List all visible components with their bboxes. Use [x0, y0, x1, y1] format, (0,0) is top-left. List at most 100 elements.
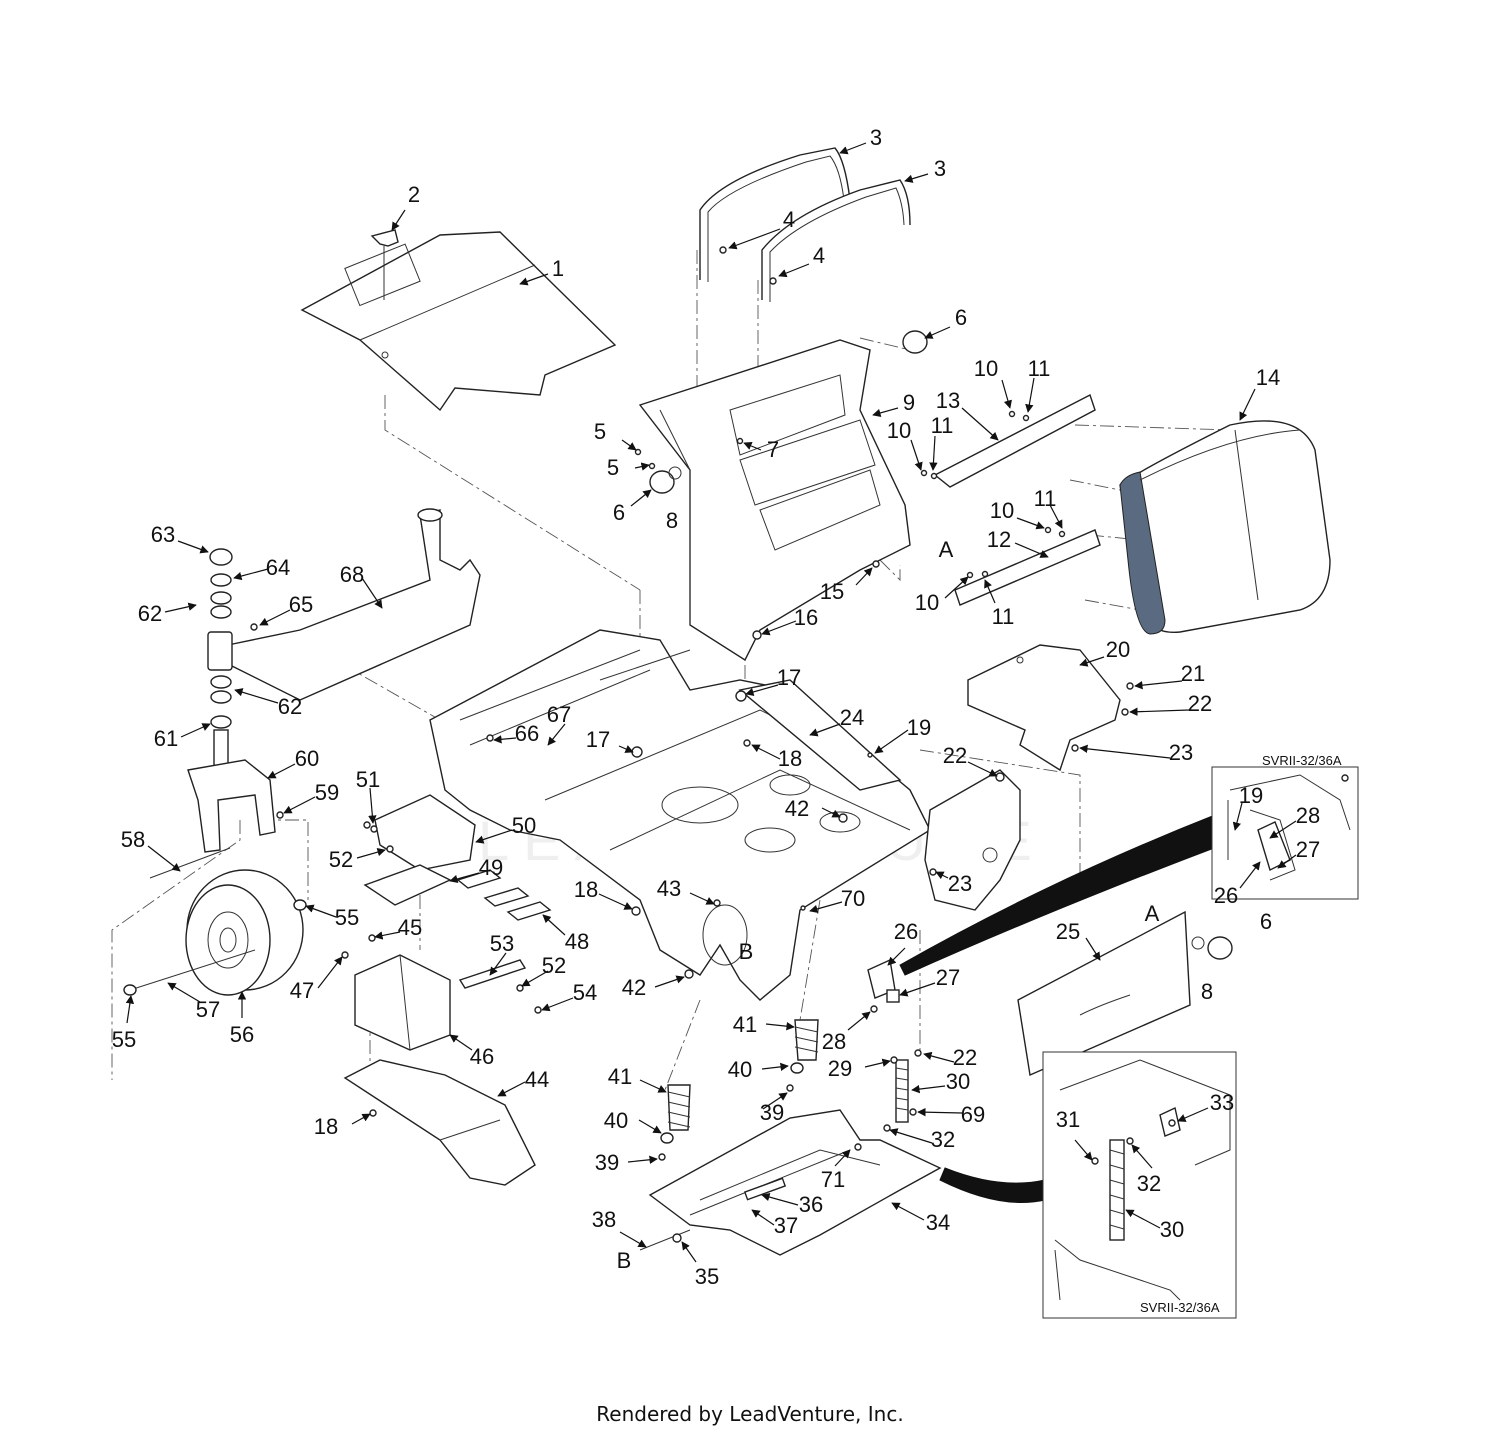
- callout-17: 17: [777, 665, 801, 690]
- callout-3: 3: [870, 125, 882, 150]
- callout-62: 62: [138, 601, 162, 626]
- caster-arm: [207, 508, 481, 701]
- callout-67: 67: [547, 702, 571, 727]
- foot-platform: [639, 1109, 942, 1256]
- callout-27: 27: [1296, 837, 1320, 862]
- callout-41: 41: [608, 1064, 632, 1089]
- callout-1: 1: [552, 256, 564, 281]
- callout-11: 11: [931, 413, 954, 438]
- strap: [458, 959, 527, 989]
- callout-43: 43: [657, 876, 681, 901]
- callout-9: 9: [903, 390, 915, 415]
- callout-53: 53: [490, 931, 514, 956]
- callout-6: 6: [1260, 909, 1272, 934]
- callout-58: 58: [121, 827, 145, 852]
- knob: [370, 229, 399, 300]
- caster-wheel: [123, 869, 307, 996]
- callout-39: 39: [760, 1100, 784, 1125]
- callout-7: 7: [767, 437, 779, 462]
- callout-10: 10: [974, 356, 998, 381]
- callout-42: 42: [622, 975, 646, 1000]
- callout-10: 10: [915, 590, 939, 615]
- callout-39: 39: [595, 1150, 619, 1175]
- callout-27: 27: [936, 965, 960, 990]
- inset-top: SVRII-32/36A: [1211, 753, 1359, 900]
- callout-15: 15: [820, 579, 844, 604]
- callout-26: 26: [894, 919, 918, 944]
- callout-68: 68: [340, 562, 364, 587]
- pad: [363, 864, 452, 906]
- inset-bottom: SVRII-32/36A: [1042, 1051, 1237, 1319]
- callout-50: 50: [512, 813, 536, 838]
- seat-brackets: [933, 394, 1101, 606]
- inset-label-bottom: SVRII-32/36A: [1140, 1300, 1220, 1315]
- callout-31: 31: [1056, 1107, 1080, 1132]
- seat-cushion: [1119, 420, 1331, 635]
- callout-52: 52: [329, 847, 353, 872]
- bushing-knobs: [649, 330, 1233, 960]
- inset-label-top: SVRII-32/36A: [1262, 753, 1342, 768]
- callout-10: 10: [990, 498, 1014, 523]
- callout-21: 21: [1181, 661, 1205, 686]
- callout-28: 28: [822, 1029, 846, 1054]
- callout-41: 41: [733, 1012, 757, 1037]
- battery-box: [354, 954, 451, 1051]
- callout-52: 52: [542, 953, 566, 978]
- spacer-blocks: [456, 869, 552, 921]
- callout-4: 4: [783, 207, 795, 232]
- callout-46: 46: [470, 1044, 494, 1069]
- callout-69: 69: [961, 1102, 985, 1127]
- battery-cover: [374, 794, 476, 871]
- decal-panel: [1017, 910, 1191, 1077]
- callout-24: 24: [840, 705, 864, 730]
- callout-33: 33: [1210, 1090, 1234, 1115]
- right-side-plate: [924, 769, 1021, 911]
- callout-8: 8: [1201, 979, 1213, 1004]
- springs: [660, 1019, 819, 1144]
- tension-spring: [895, 1059, 909, 1123]
- floor-mat: [300, 231, 617, 412]
- callout-11: 11: [992, 604, 1015, 629]
- callout-42: 42: [785, 796, 809, 821]
- callout-8: 8: [666, 508, 678, 533]
- callout-30: 30: [1160, 1217, 1184, 1242]
- callout-66: 66: [515, 721, 539, 746]
- callout-36: 36: [799, 1192, 823, 1217]
- callout-64: 64: [266, 555, 290, 580]
- callout-23: 23: [1169, 740, 1193, 765]
- callout-60: 60: [295, 746, 319, 771]
- callout-59: 59: [315, 780, 339, 805]
- callout-47: 47: [290, 978, 314, 1003]
- callout-57: 57: [196, 997, 220, 1022]
- callout-55: 55: [335, 905, 359, 930]
- callout-35: 35: [695, 1264, 719, 1289]
- caster-stack: [209, 548, 233, 771]
- callout-38: 38: [592, 1207, 616, 1232]
- callout-18: 18: [778, 746, 802, 771]
- callout-29: 29: [828, 1056, 852, 1081]
- callout-17: 17: [586, 727, 610, 752]
- hardware: [250, 246, 1349, 1243]
- callout-16: 16: [794, 605, 818, 630]
- callout-26: 26: [1214, 883, 1238, 908]
- callout-12: 12: [987, 527, 1011, 552]
- callout-18: 18: [574, 877, 598, 902]
- callout-23: 23: [948, 871, 972, 896]
- callout-B: B: [739, 939, 754, 964]
- callout-40: 40: [728, 1057, 752, 1082]
- callout-44: 44: [525, 1067, 549, 1092]
- callout-20: 20: [1106, 637, 1130, 662]
- callout-34: 34: [926, 1210, 950, 1235]
- inset-connector-bottom: [939, 1167, 1046, 1203]
- callout-22: 22: [1188, 691, 1212, 716]
- callout-11: 11: [1034, 486, 1057, 511]
- callout-71: 71: [821, 1167, 845, 1192]
- footer-credit: Rendered by LeadVenture, Inc.: [596, 1402, 904, 1426]
- callout-32: 32: [1137, 1171, 1161, 1196]
- callout-54: 54: [573, 980, 597, 1005]
- callout-3: 3: [934, 156, 946, 181]
- callout-51: 51: [356, 767, 380, 792]
- callout-11: 11: [1028, 356, 1051, 381]
- callout-6: 6: [955, 305, 967, 330]
